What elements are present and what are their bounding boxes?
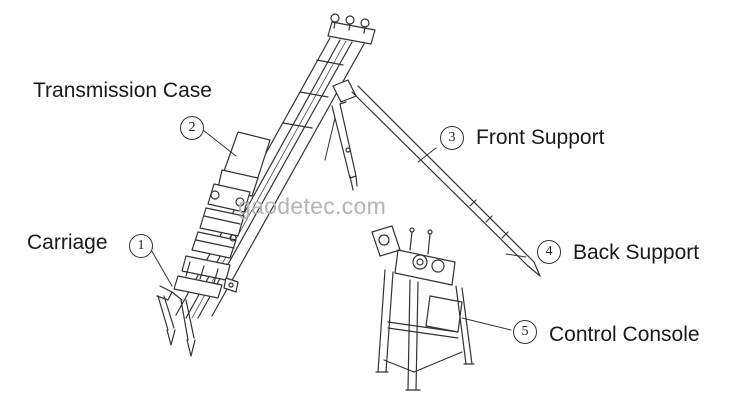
transmission-case-body: [191, 131, 271, 259]
label-back-support: Back Support: [573, 241, 700, 264]
control-console-body: [371, 225, 475, 391]
callout-number-3: 3: [440, 126, 464, 150]
watermark: gaodetec.com: [238, 193, 387, 219]
supports: [324, 79, 541, 277]
callout-number-4: 4: [537, 240, 561, 264]
label-control-console: Control Console: [549, 323, 700, 346]
callout-number-2: 2: [180, 116, 204, 140]
label-front-support: Front Support: [476, 126, 605, 149]
callout-number-5: 5: [513, 320, 537, 344]
carriage-body: [156, 255, 239, 357]
label-carriage: Carriage: [27, 231, 108, 254]
label-transmission-case: Transmission Case: [33, 79, 212, 102]
leader-lines: [149, 129, 527, 331]
callout-number-1: 1: [129, 234, 153, 258]
